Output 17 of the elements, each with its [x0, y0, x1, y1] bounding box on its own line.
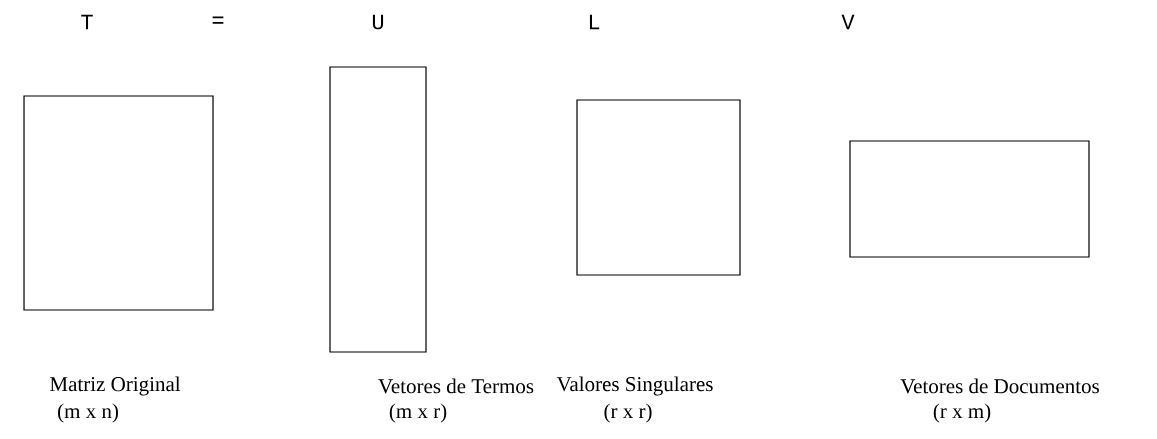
matrix-caption: (m x n)	[58, 403, 118, 423]
equation-symbol: T	[81, 14, 93, 30]
matrix-caption: Vetores de Documentos	[900, 378, 1099, 394]
matrix-caption: (m x r)	[389, 403, 447, 423]
matrix-caption: Vetores de Termos	[378, 378, 534, 394]
equation-symbol: V	[841, 14, 855, 30]
matrix-caption: (r x r)	[604, 403, 652, 423]
matrix-box	[329, 66, 427, 353]
matrix-caption: Matriz Original	[50, 376, 181, 396]
matrix-box	[849, 140, 1090, 258]
matrix-box	[23, 95, 214, 311]
equation-symbol: =	[212, 16, 224, 24]
matrix-caption: Valores Singulares	[556, 376, 713, 396]
matrix-caption: (r x m)	[933, 403, 991, 423]
matrix-box	[576, 99, 741, 276]
equation-symbol: L	[589, 14, 600, 30]
equation-symbol: U	[372, 14, 384, 30]
